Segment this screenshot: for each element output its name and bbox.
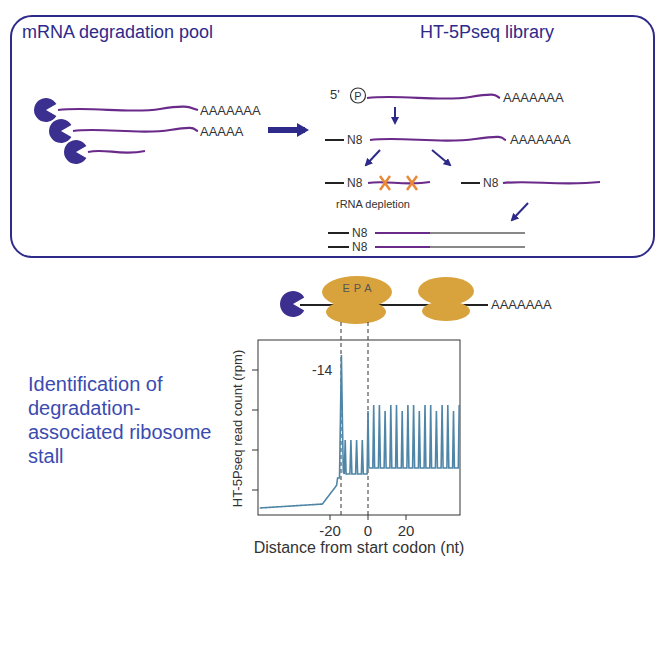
step-note: rRNA depletion [336,199,410,210]
cdna-strands [430,233,525,247]
side-caption: Identification of degradation-associated… [28,372,228,468]
mrna-lines [58,107,198,153]
x-tick: -20 [319,523,341,538]
ribosome-small [422,301,470,321]
x-tick: 20 [398,523,415,538]
depletion-marks [380,176,417,190]
poly-a: AAAAAAA [503,91,564,104]
x-axis-title: Distance from start codon (nt) [254,540,465,556]
plot-frame [258,340,460,515]
axis-ticks [252,370,406,520]
adapter-label: N8 [483,177,498,189]
big-arrow [268,127,305,133]
ribosome: EPA [322,276,392,308]
exonuclease-icon [280,291,304,317]
guide-lines [341,322,368,515]
adapter-label: N8 [352,241,367,253]
library-mrna [367,95,600,247]
adapter-label: N8 [347,177,362,189]
poly-a: AAAAAAA [510,133,571,146]
peak-label: -14 [311,362,333,378]
adapter-label: N8 [347,134,362,146]
section-heading: mRNA degradation pool [22,23,213,41]
exonuclease-icon [64,140,86,164]
read-count-line [260,355,460,508]
poly-a: AAAAAAA [491,298,552,311]
poly-a: AAAAA [200,125,243,138]
five-prime: 5' [330,88,340,101]
ribosome-large [418,277,474,305]
exonuclease-icon [49,119,71,143]
site-letters: EPA [342,283,375,294]
exonuclease-icon [34,98,56,122]
phosphate-circle [351,88,366,103]
adapter-label: N8 [352,227,367,239]
y-axis-title: HT-5Pseq read count (rpm) [231,349,244,507]
poly-a: AAAAAAA [200,104,261,117]
phosphate: P [354,91,361,102]
section-heading: HT-5Pseq library [420,23,554,41]
x-tick: 0 [364,523,372,538]
adapters [325,140,480,247]
